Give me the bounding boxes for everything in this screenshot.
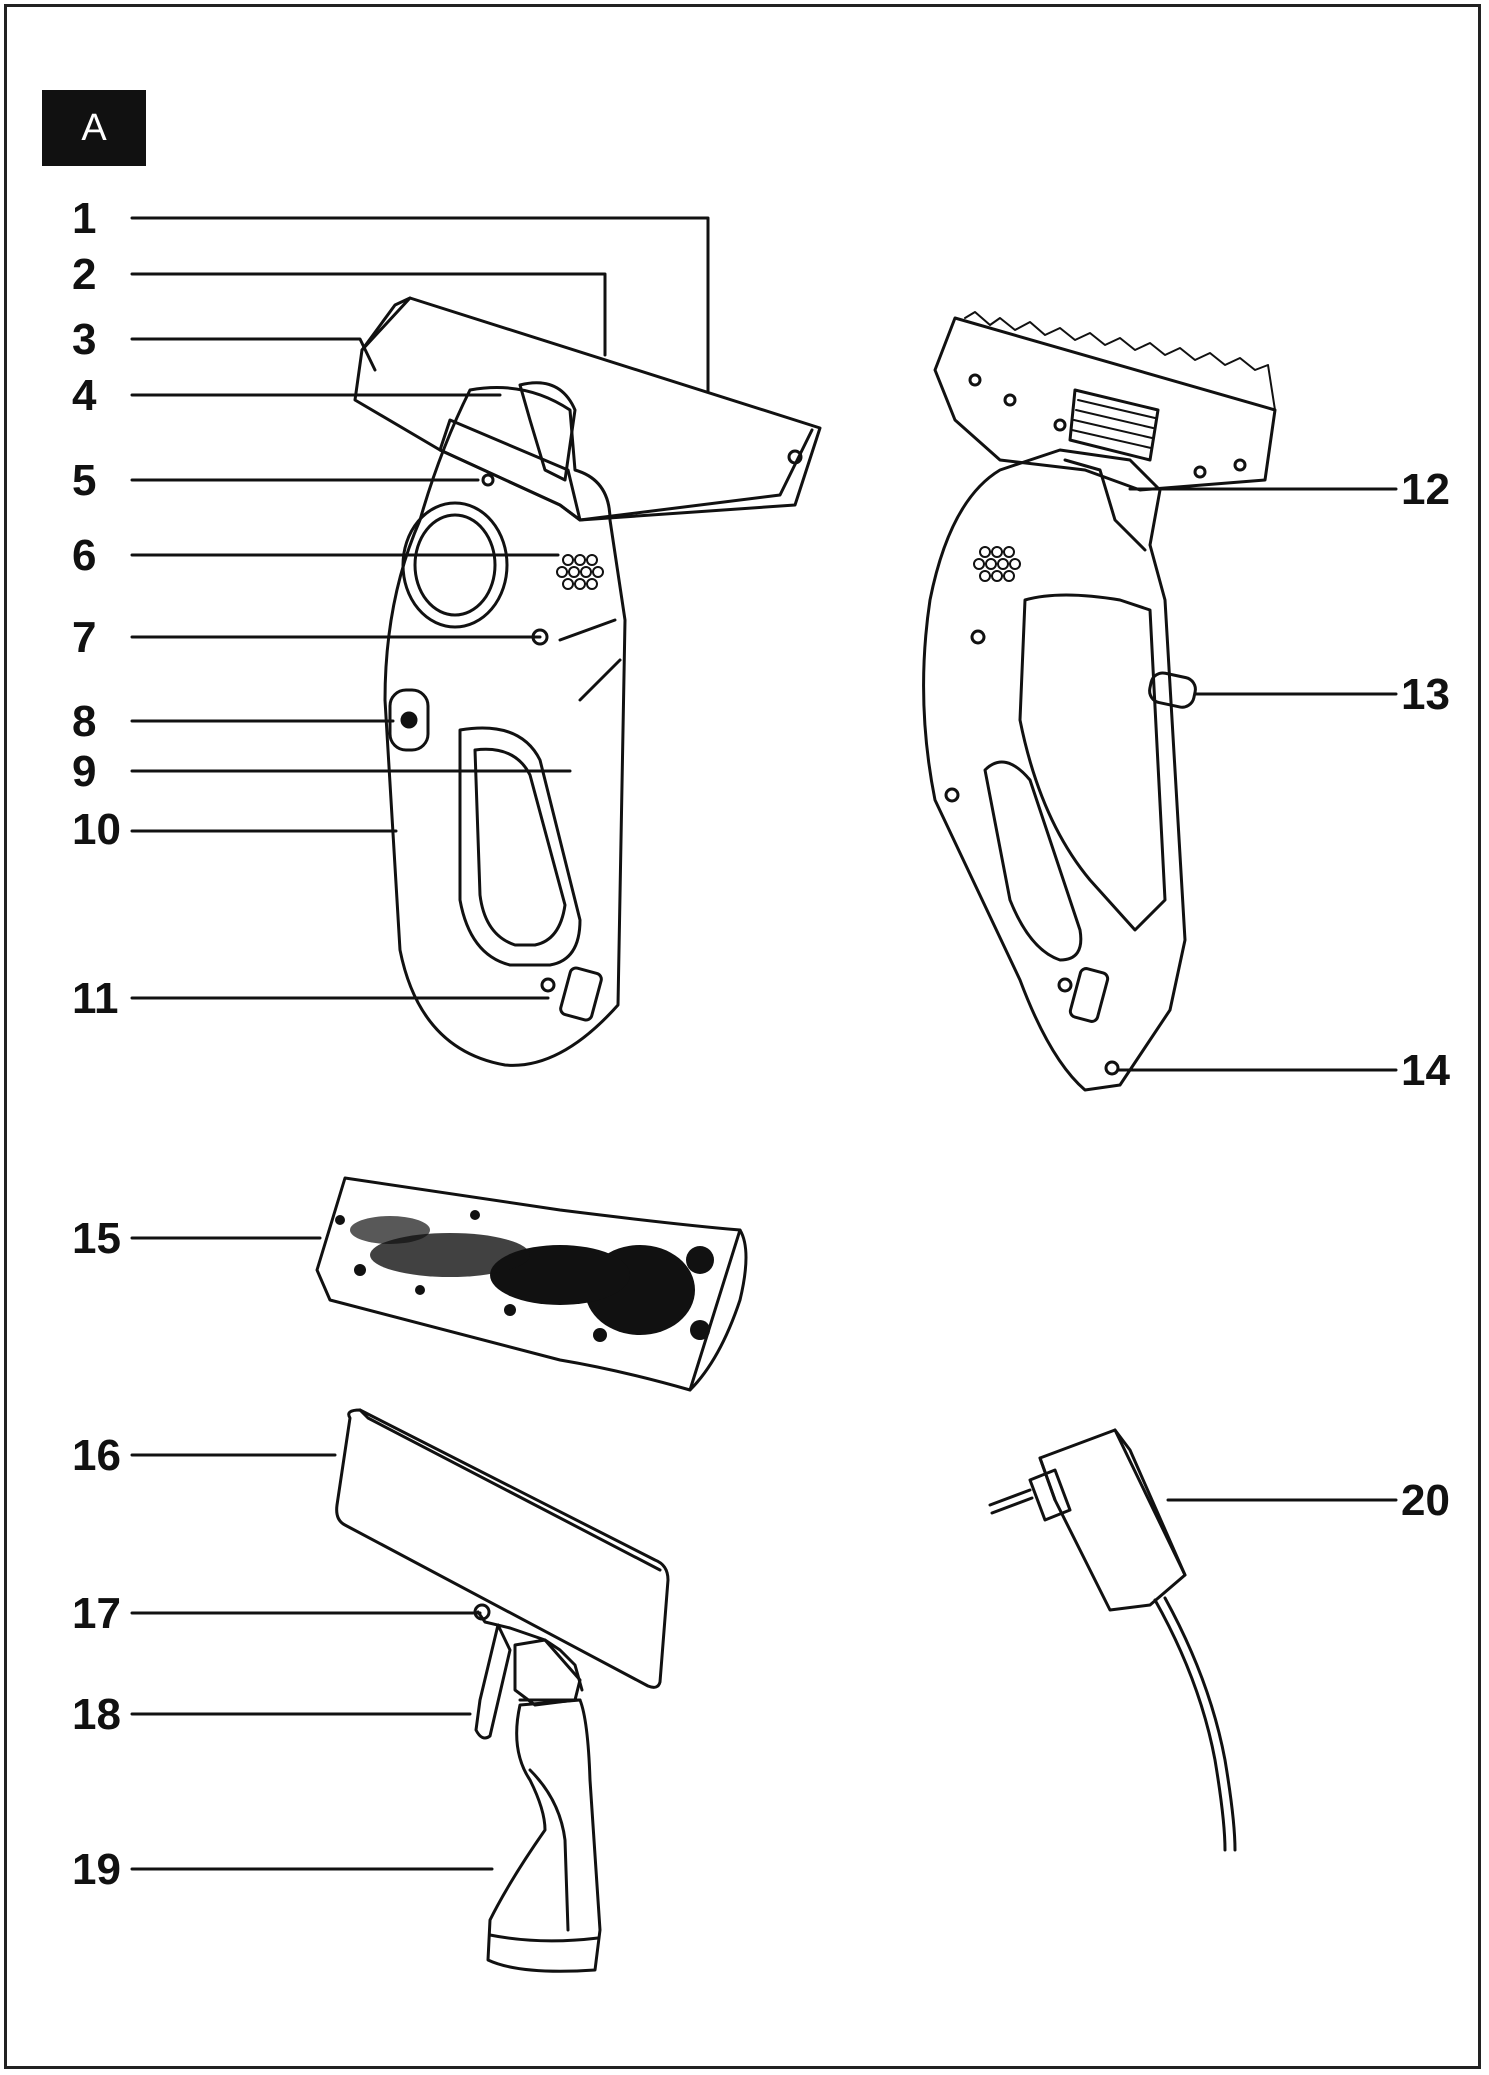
window-vacuum-front-view	[353, 296, 822, 1067]
charger-adapter	[988, 1428, 1237, 1852]
leader-lines	[130, 216, 1398, 1871]
callout-20: 20	[1401, 1476, 1450, 1525]
microfibre-cloth	[315, 1176, 748, 1392]
callout-13: 13	[1401, 670, 1450, 719]
callout-18: 18	[72, 1690, 121, 1739]
spray-bottle-wiper	[335, 1408, 670, 1973]
callout-4: 4	[72, 371, 97, 420]
callout-12: 12	[1401, 465, 1450, 514]
window-vacuum-back-view	[922, 311, 1277, 1092]
callout-2: 2	[72, 250, 97, 299]
page-border	[4, 4, 1481, 2069]
callout-17: 17	[72, 1589, 121, 1638]
callout-14: 14	[1401, 1046, 1450, 1095]
callout-3: 3	[72, 315, 97, 364]
callout-10: 10	[72, 805, 121, 854]
callout-1: 1	[72, 194, 97, 243]
callout-15: 15	[72, 1214, 121, 1263]
callout-7: 7	[72, 613, 97, 662]
callout-11: 11	[72, 974, 119, 1023]
callout-6: 6	[72, 531, 97, 580]
section-label: A	[42, 90, 146, 166]
callout-16: 16	[72, 1431, 121, 1480]
callout-5: 5	[72, 456, 97, 505]
callout-19: 19	[72, 1845, 121, 1894]
callout-8: 8	[72, 697, 97, 746]
callout-9: 9	[72, 747, 97, 796]
